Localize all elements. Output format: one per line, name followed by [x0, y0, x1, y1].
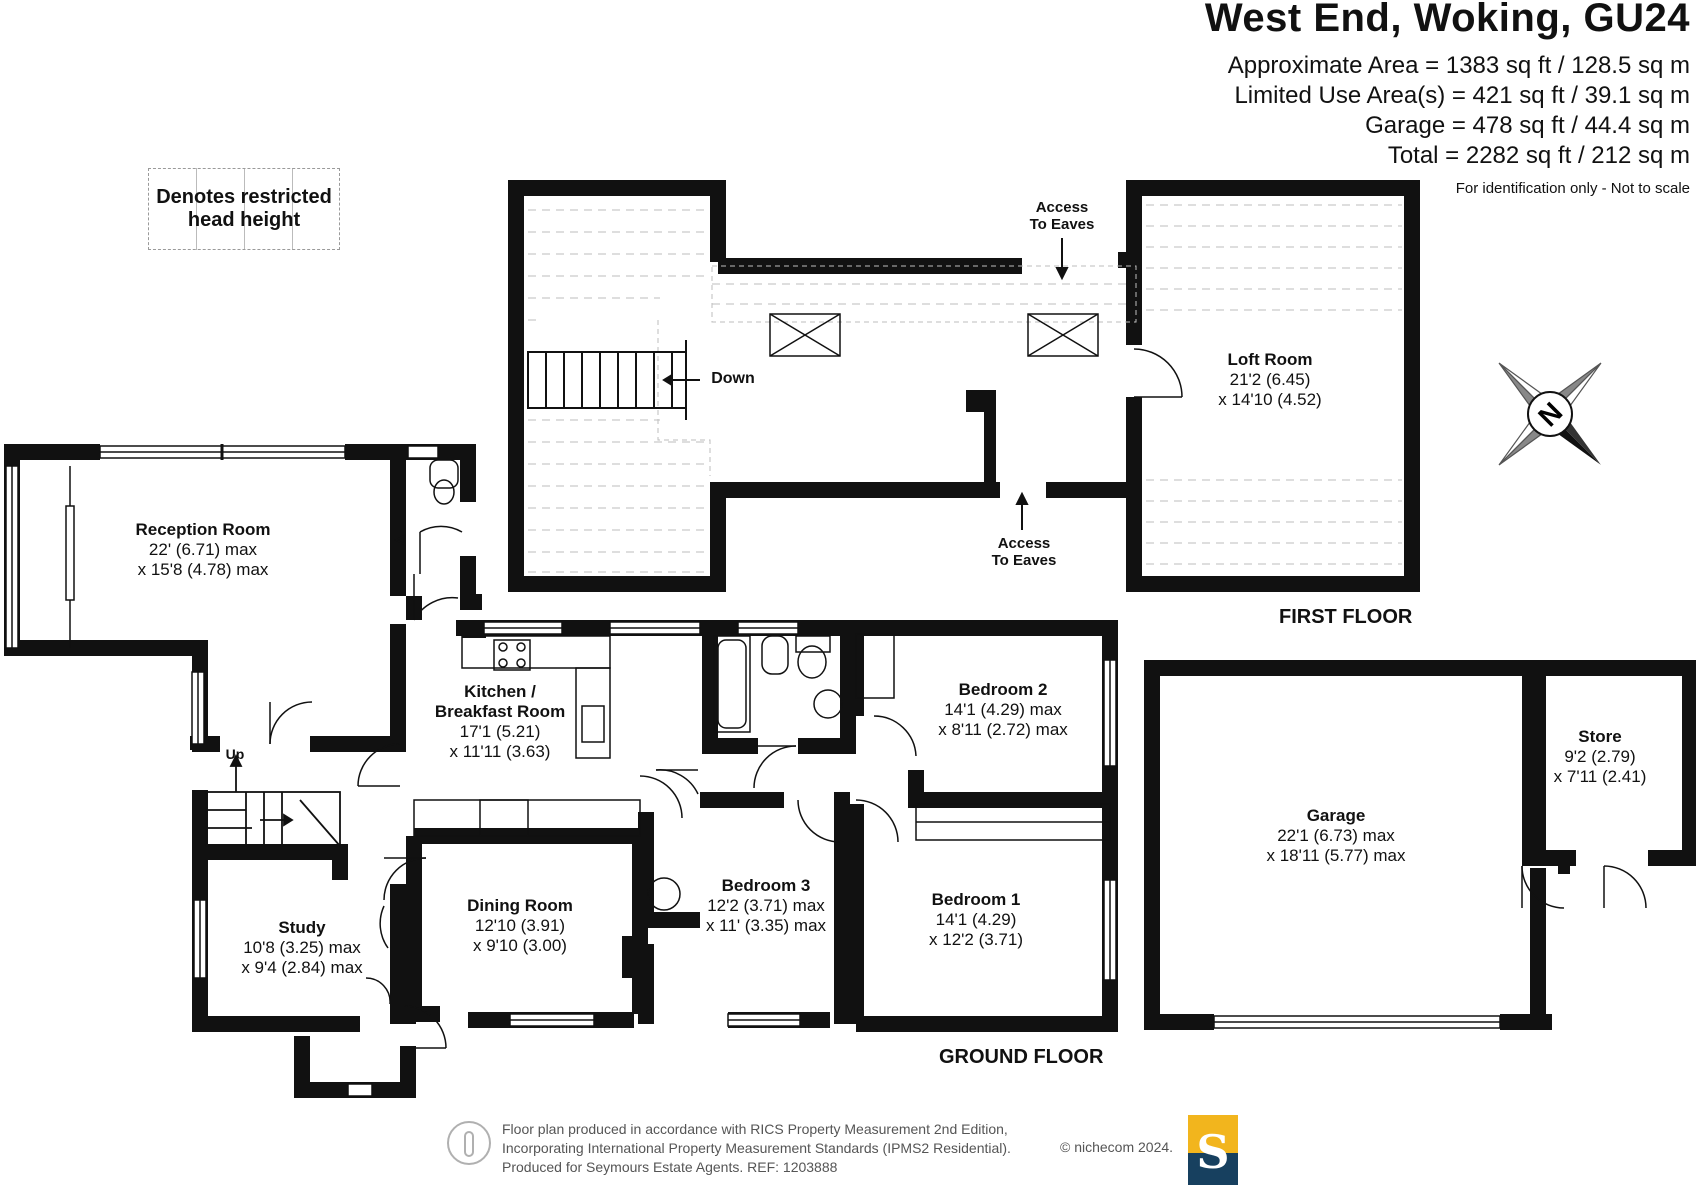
- up-label: Up: [225, 746, 245, 762]
- access-label-line-2: To Eaves: [1029, 216, 1095, 233]
- area-garage: Garage = 478 sq ft / 44.4 sq m: [1365, 112, 1690, 139]
- room-dim: 9'2 (2.79): [1564, 747, 1636, 766]
- footer-line-1: Floor plan produced in accordance with R…: [502, 1121, 1008, 1137]
- room-dining: Dining Room 12'10 (3.91) x 9'10 (3.00): [467, 896, 573, 956]
- room-name: Store: [1578, 727, 1622, 746]
- area-approximate: Approximate Area = 1383 sq ft / 128.5 sq…: [1227, 52, 1690, 79]
- room-name: Bedroom 2: [958, 680, 1048, 699]
- room-dim: 14'1 (4.29) max: [944, 700, 1062, 719]
- down-label: Down: [711, 370, 755, 387]
- room-name: Bedroom 3: [721, 876, 811, 895]
- dashed-outline: [657, 265, 1137, 476]
- room-name: Breakfast Room: [434, 702, 566, 721]
- room-reception: Reception Room 22' (6.71) max x 15'8 (4.…: [135, 520, 270, 580]
- legend-line-1: Denotes restricted: [156, 186, 332, 208]
- room-name: Garage: [1306, 806, 1366, 825]
- first-floor-label: FIRST FLOOR: [1279, 606, 1413, 628]
- ground-floor-stairs: [205, 753, 341, 847]
- access-eaves-top: Access To Eaves: [1030, 199, 1095, 233]
- room-dim: x 12'2 (3.71): [929, 930, 1023, 949]
- access-label-line-1: Access: [1035, 199, 1089, 216]
- room-name: Study: [278, 918, 326, 937]
- area-limited-use: Limited Use Area(s) = 421 sq ft / 39.1 s…: [1234, 82, 1690, 109]
- area-total: Total = 2282 sq ft / 212 sq m: [1387, 142, 1690, 169]
- room-dim: x 9'4 (2.84) max: [241, 958, 363, 977]
- ground-floor-blocks: [190, 620, 1570, 1024]
- room-name: Bedroom 1: [931, 890, 1021, 909]
- restricted-height-hatching: [528, 204, 1402, 573]
- room-bedroom-2: Bedroom 2 14'1 (4.29) max x 8'11 (2.72) …: [938, 680, 1068, 740]
- room-dim: x 18'11 (5.77) max: [1266, 846, 1406, 865]
- room-bedroom-1: Bedroom 1 14'1 (4.29) x 12'2 (3.71): [929, 890, 1023, 950]
- windows: [5, 444, 1501, 1097]
- ground-floor-label: GROUND FLOOR: [939, 1046, 1104, 1068]
- room-study: Study 10'8 (3.25) max x 9'4 (2.84) max: [241, 918, 362, 978]
- room-dim: x 8'11 (2.72) max: [938, 720, 1068, 739]
- room-dim: x 7'11 (2.41): [1553, 767, 1647, 786]
- room-dim: x 14'10 (4.52): [1218, 390, 1322, 409]
- access-arrows: [1015, 238, 1069, 530]
- room-dim: x 9'10 (3.00): [473, 936, 567, 955]
- legend-line-2: head height: [187, 209, 301, 231]
- logo-letter: S: [1196, 1125, 1230, 1179]
- room-name: Kitchen /: [464, 682, 536, 701]
- room-dim: 12'10 (3.91): [474, 916, 566, 935]
- skylights: [769, 313, 1099, 357]
- seymours-logo: S: [1188, 1115, 1238, 1185]
- room-name: Reception Room: [135, 520, 271, 539]
- room-dim: 12'2 (3.71) max: [707, 896, 825, 915]
- restricted-height-legend: Denotes restricted head height: [148, 168, 340, 250]
- page-title: West End, Woking, GU24: [1204, 0, 1690, 40]
- room-store: Store 9'2 (2.79) x 7'11 (2.41): [1554, 727, 1647, 787]
- room-dim: x 11'11 (3.63): [449, 742, 551, 761]
- footer-line-2: Incorporating International Property Mea…: [502, 1140, 1011, 1156]
- copyright: © nichecom 2024.: [1060, 1139, 1174, 1155]
- room-dim: 14'1 (4.29): [935, 910, 1017, 929]
- room-dim: x 11' (3.35) max: [705, 916, 827, 935]
- access-eaves-bottom: Access To Eaves: [992, 535, 1057, 569]
- doors: [269, 525, 1647, 1049]
- room-dim: 17'1 (5.21): [459, 722, 541, 741]
- room-bedroom-3: Bedroom 3 12'2 (3.71) max x 11' (3.35) m…: [706, 876, 826, 936]
- scale-note: For identification only - Not to scale: [1455, 180, 1690, 197]
- room-dim: 22'1 (6.73) max: [1277, 826, 1395, 845]
- room-name: Loft Room: [1227, 350, 1313, 369]
- footer-line-3: Produced for Seymours Estate Agents. REF…: [502, 1159, 838, 1175]
- first-floor-stairs: [527, 340, 700, 420]
- fixtures: [394, 459, 1111, 911]
- ipms-person-icon: [447, 1121, 491, 1165]
- loft-door: [1133, 348, 1183, 398]
- footer-notes: Floor plan produced in accordance with R…: [502, 1120, 1011, 1177]
- room-loft: Loft Room 21'2 (6.45) x 14'10 (4.52): [1218, 350, 1321, 410]
- room-dim: 22' (6.71) max: [148, 540, 258, 559]
- room-dim: 10'8 (3.25) max: [243, 938, 361, 957]
- room-garage: Garage 22'1 (6.73) max x 18'11 (5.77) ma…: [1267, 806, 1406, 866]
- first-floor-inner-walls: [966, 252, 1134, 490]
- room-dim: x 15'8 (4.78) max: [137, 560, 269, 579]
- access-label-line-1: Access: [997, 535, 1051, 552]
- room-dim: 21'2 (6.45): [1229, 370, 1311, 389]
- room-kitchen: Kitchen / Breakfast Room 17'1 (5.21) x 1…: [435, 682, 565, 762]
- room-name: Dining Room: [467, 896, 573, 915]
- access-label-line-2: To Eaves: [991, 552, 1057, 569]
- compass: [1498, 362, 1602, 466]
